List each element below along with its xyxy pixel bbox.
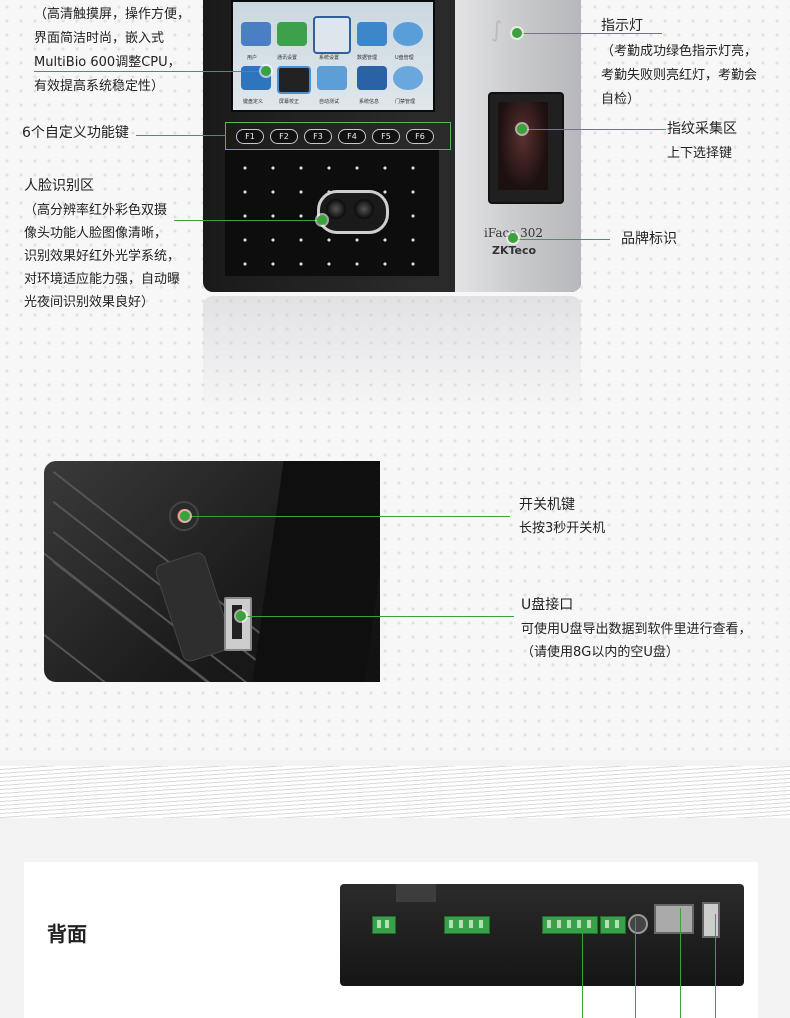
- connector-block: [600, 916, 626, 934]
- app-label: 自动测试: [319, 99, 340, 105]
- usb-marker: [236, 611, 246, 621]
- device-front: 用户 通讯设置 系统设置 数据管理 U盘管理 键盘定义 屏幕校正 自动测试 系统…: [203, 0, 581, 292]
- fingerprint-subtitle: 上下选择键: [667, 146, 733, 161]
- touchscreen-desc-4: 有效提高系统稳定性）: [34, 79, 165, 94]
- function-keys-leader-line: [136, 135, 226, 136]
- fingerprint-sensor: [488, 92, 564, 204]
- f2-key[interactable]: F2: [270, 129, 298, 144]
- brand-leader-line: [516, 239, 610, 240]
- face-area-desc-2: 像头功能人脸图像清晰，: [24, 226, 168, 241]
- device-reflection: [203, 296, 581, 416]
- power-leader-line: [188, 516, 510, 517]
- info-app-icon: [357, 66, 387, 90]
- device-side-face: [252, 461, 380, 682]
- f4-key[interactable]: F4: [338, 129, 366, 144]
- app-label: 数据管理: [357, 55, 378, 61]
- usb-app-icon: [393, 22, 423, 46]
- indicator-title: 指示灯: [601, 18, 643, 34]
- back-leader-line: [680, 908, 681, 1018]
- data-app-icon: [357, 22, 387, 46]
- back-usb-port-icon: [702, 902, 720, 938]
- connector-block: [372, 916, 396, 934]
- indicator-light-icon: ∫: [491, 18, 503, 43]
- power-subtitle: 长按3秒开关机: [519, 521, 606, 536]
- brand-logo-company: ZKTeco: [492, 244, 537, 257]
- decorative-separator: [0, 766, 790, 818]
- touchscreen-leader-line: [34, 71, 266, 72]
- f5-key[interactable]: F5: [372, 129, 400, 144]
- indicator-desc-3: 自检）: [601, 92, 641, 107]
- usb-desc-1: 可使用U盘导出数据到软件里进行查看，: [521, 622, 752, 637]
- back-bracket: [396, 884, 436, 902]
- fingerprint-leader-line: [524, 129, 666, 130]
- usb-title: U盘接口: [521, 597, 574, 613]
- connector-block: [444, 916, 490, 934]
- brand-title: 品牌标识: [621, 231, 677, 247]
- touchscreen-marker: [261, 66, 271, 76]
- face-area-desc-3: 识别效果好红外光学系统，: [24, 249, 181, 264]
- screen-app-icon: [277, 66, 311, 94]
- app-label: 系统信息: [359, 99, 380, 105]
- dual-camera-icon: [317, 190, 389, 234]
- face-area-title: 人脸识别区: [24, 178, 94, 194]
- app-label: U盘管理: [395, 55, 414, 61]
- users-app-icon: [241, 22, 271, 46]
- door-app-icon: [393, 66, 423, 90]
- app-label: 键盘定义: [243, 99, 264, 105]
- tools-app-icon: [313, 16, 351, 54]
- device-back-photo: [340, 884, 744, 986]
- back-title: 背面: [47, 922, 87, 946]
- touchscreen-desc-3: MultiBio 600调整CPU，: [34, 55, 181, 70]
- usb-port-icon: [224, 597, 252, 651]
- function-keys-title: 6个自定义功能键: [22, 125, 129, 141]
- indicator-desc-2: 考勤失败则亮红灯，考勤会: [601, 68, 758, 83]
- f3-key[interactable]: F3: [304, 129, 332, 144]
- indicator-marker: [512, 28, 522, 38]
- touchscreen-desc-2: 界面简洁时尚，嵌入式: [34, 31, 165, 46]
- function-key-row: F1 F2 F3 F4 F5 F6: [225, 122, 451, 150]
- touchscreen: 用户 通讯设置 系统设置 数据管理 U盘管理 键盘定义 屏幕校正 自动测试 系统…: [231, 0, 435, 112]
- face-area-desc-1: （高分辨率红外彩色双摄: [24, 203, 168, 218]
- f1-key[interactable]: F1: [236, 129, 264, 144]
- usb-leader-line: [244, 616, 514, 617]
- brand-marker: [508, 233, 518, 243]
- face-area-marker: [317, 215, 327, 225]
- face-area-desc-5: 光夜间识别效果良好）: [24, 295, 155, 310]
- dc-power-jack-icon: [628, 914, 648, 934]
- indicator-leader-line: [520, 33, 662, 34]
- app-label: 系统设置: [319, 55, 340, 61]
- f6-key[interactable]: F6: [406, 129, 434, 144]
- indicator-desc-1: （考勤成功绿色指示灯亮，: [601, 44, 758, 59]
- face-recognition-panel: [225, 150, 439, 276]
- power-title: 开关机键: [519, 497, 575, 513]
- back-leader-line: [582, 930, 583, 1018]
- fingerprint-title: 指纹采集区: [667, 121, 737, 137]
- connector-block: [542, 916, 598, 934]
- back-leader-line: [635, 918, 636, 1018]
- back-leader-line: [715, 914, 716, 1018]
- app-label: 屏幕校正: [279, 99, 300, 105]
- fingerprint-marker: [517, 124, 527, 134]
- app-label: 通讯设置: [277, 55, 298, 61]
- face-area-desc-4: 对环境适应能力强，自动曝: [24, 272, 181, 287]
- ethernet-port-icon: [654, 904, 694, 934]
- touchscreen-desc-1: （高清触摸屏，操作方便，: [34, 7, 191, 22]
- app-label: 门禁管理: [395, 99, 416, 105]
- gear-app-icon: [277, 22, 307, 46]
- usb-desc-2: （请使用8G以内的空U盘）: [521, 645, 679, 660]
- power-marker: [180, 511, 190, 521]
- face-area-leader-line: [174, 220, 322, 221]
- app-label: 用户: [247, 55, 258, 61]
- test-app-icon: [317, 66, 347, 90]
